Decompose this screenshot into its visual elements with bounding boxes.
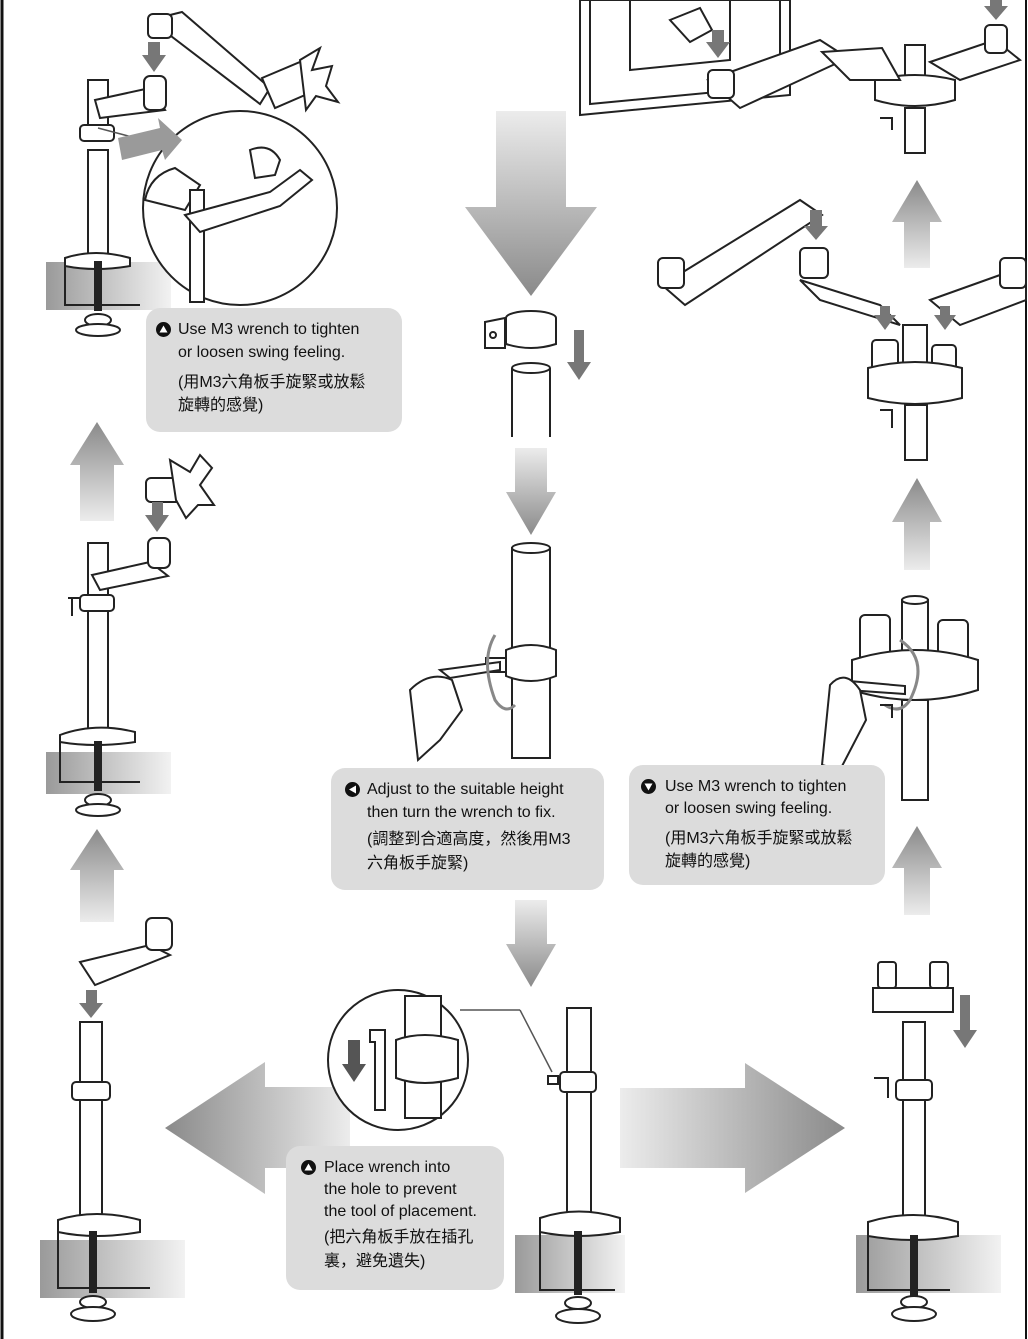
note-text-en-2: then turn the wrench to fix. (367, 804, 556, 821)
note-swing-left: Use M3 wrench to tighten or loosen swing… (146, 308, 402, 432)
note-text-en-1: Adjust to the suitable height (367, 781, 564, 798)
right-bottom-stand (856, 961, 1001, 1322)
down-arrow-small-10 (804, 210, 828, 240)
arrow-up-left-2 (70, 829, 124, 922)
down-arrow-small-3 (79, 990, 103, 1018)
note-height-adjust: Adjust to the suitable height then turn … (331, 768, 604, 890)
right-hub-wrench (820, 595, 979, 801)
note-text-zh-1: (調整到合適高度，然後用M3 (367, 831, 571, 848)
note-text-en-1: Use M3 wrench to tighten (178, 321, 360, 338)
zoom-wrench-storage (327, 989, 553, 1131)
right-second-dual (657, 198, 1027, 461)
left-top-stand (46, 75, 171, 337)
center-collar-pole (484, 310, 557, 437)
triangle-up-icon (156, 322, 171, 337)
arrow-down-large (465, 111, 597, 296)
down-arrow-small-5 (567, 330, 591, 380)
arrow-down-medium-2 (506, 900, 556, 987)
arrow-down-medium (506, 448, 556, 535)
down-arrow-small-11 (953, 995, 977, 1048)
arrow-up-right-2 (892, 478, 942, 570)
triangle-down-icon (641, 779, 656, 794)
note-text-zh-2: 裏，避免遺失) (324, 1253, 426, 1270)
down-arrow-small-4 (706, 30, 730, 58)
left-bottom-stand (40, 917, 185, 1322)
arrow-up-left-1 (70, 422, 124, 521)
note-wrench-storage: Place wrench into the hole to prevent th… (286, 1146, 504, 1290)
center-height-adjust (408, 542, 557, 763)
left-top-arm-detached (147, 10, 341, 113)
note-text-en-1: Use M3 wrench to tighten (665, 778, 847, 795)
arrow-to-zoom-left (118, 118, 182, 160)
note-text-zh-1: (把六角板手放在插孔 (324, 1229, 474, 1246)
down-arrow-small-8 (874, 306, 896, 330)
triangle-up-icon (301, 1160, 316, 1175)
left-middle-head (145, 453, 216, 520)
zoom-swing-detail (97, 110, 338, 306)
note-text-zh-2: 旋轉的感覺) (665, 853, 751, 870)
right-top-dual (819, 24, 1023, 154)
note-text-zh-2: 旋轉的感覺) (178, 397, 264, 414)
down-arrow-small-2 (145, 502, 169, 532)
left-middle-stand (46, 537, 171, 817)
note-text-en-1: Place wrench into (324, 1159, 451, 1176)
arrow-right-large (620, 1063, 845, 1193)
note-text-en-2: or loosen swing feeling. (665, 800, 833, 817)
note-text-zh-2: 六角板手旋緊) (367, 855, 469, 872)
down-arrow-small-1 (142, 42, 166, 72)
down-arrow-small-9 (934, 306, 956, 330)
triangle-left-icon (345, 782, 360, 797)
note-text-en-2: or loosen swing feeling. (178, 344, 346, 361)
down-arrow-small-7 (984, 0, 1008, 20)
note-text-zh-1: (用M3六角板手旋緊或放鬆 (665, 830, 853, 847)
arrow-up-right-1 (892, 180, 942, 268)
arrow-up-right-3 (892, 826, 942, 915)
note-text-zh-1: (用M3六角板手旋緊或放鬆 (178, 374, 366, 391)
note-text-en-2: the hole to prevent (324, 1181, 457, 1198)
down-arrow-small-6 (342, 1040, 366, 1082)
center-bottom-stand (515, 1007, 625, 1324)
note-swing-right: Use M3 wrench to tighten or loosen swing… (629, 765, 885, 885)
note-text-en-3: the tool of placement. (324, 1203, 477, 1220)
center-top-monitor (579, 0, 851, 117)
flow-arrows (70, 111, 942, 1194)
